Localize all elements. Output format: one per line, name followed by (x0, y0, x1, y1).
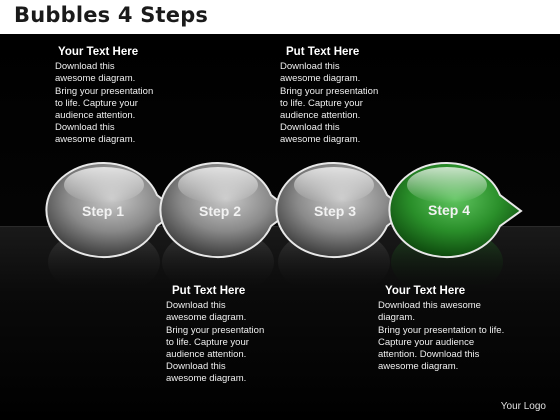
text-block-heading: Put Text Here (286, 46, 360, 58)
text-line: Download this awesome (378, 300, 481, 312)
text-line: attention. Download this (378, 349, 480, 361)
text-block-heading: Put Text Here (172, 285, 246, 297)
text-line: audience attention. (55, 110, 136, 122)
step-4-bubble: Step 4 (388, 161, 523, 258)
step-2-label: Step 2 (199, 203, 241, 219)
text-line: awesome diagram. (55, 134, 136, 146)
bubble-highlight (64, 167, 144, 203)
step-2-bubble: Step 2 (159, 161, 293, 258)
text-line: Capture your audience (378, 336, 475, 348)
text-block-1: Your Text Here Download this awesome dia… (55, 46, 185, 147)
text-line: Bring your presentation (166, 324, 265, 336)
step-1-bubble: Step 1 (45, 161, 179, 258)
text-block-body: Download this awesome diagram. Bring you… (55, 61, 185, 146)
text-block-4: Your Text Here Download this awesome dia… (378, 285, 518, 373)
step-1-label: Step 1 (82, 203, 124, 219)
text-line: audience attention. (166, 349, 247, 361)
text-line: Download this (280, 122, 340, 134)
text-block-2: Put Text Here Download this awesome diag… (280, 46, 410, 147)
text-block-body: Download this awesome diagram. Bring you… (280, 61, 410, 146)
text-line: Download this (166, 300, 226, 312)
text-block-heading: Your Text Here (58, 46, 139, 58)
text-line: Download this (55, 61, 115, 73)
text-line: Download this (55, 122, 115, 134)
bubble-highlight (407, 167, 487, 203)
text-line: to life. Capture your (166, 336, 249, 348)
text-block-heading: Your Text Here (385, 285, 466, 297)
text-line: awesome diagram. (378, 361, 459, 373)
text-line: diagram. (378, 312, 415, 324)
text-line: Bring your presentation (280, 85, 379, 97)
text-line: awesome diagram. (166, 373, 247, 385)
text-block-3: Put Text Here Download this awesome diag… (166, 285, 276, 386)
text-line: to life. Capture your (280, 97, 363, 109)
text-block-body: Download this awesome diagram. Bring you… (378, 300, 518, 373)
text-line: awesome diagram. (280, 73, 361, 85)
slide-title: Bubbles 4 Steps (14, 3, 209, 27)
title-bar: Bubbles 4 Steps (0, 0, 560, 34)
text-line: to life. Capture your (55, 97, 138, 109)
text-line: Bring your presentation (55, 85, 154, 97)
text-line: Bring your presentation to life. (378, 324, 505, 336)
logo-text: Your Logo (500, 401, 546, 412)
step-3-label: Step 3 (314, 203, 356, 219)
step-4-label: Step 4 (428, 202, 470, 218)
text-line: audience attention. (280, 110, 361, 122)
text-line: awesome diagram. (280, 134, 361, 146)
text-line: awesome diagram. (55, 73, 136, 85)
text-line: Download this (280, 61, 340, 73)
text-line: awesome diagram. (166, 312, 247, 324)
bubble-highlight (294, 167, 374, 203)
step-3-bubble: Step 3 (275, 161, 409, 258)
text-block-body: Download this awesome diagram. Bring you… (166, 300, 276, 385)
bubble-highlight (178, 167, 258, 203)
text-line: Download this (166, 361, 226, 373)
